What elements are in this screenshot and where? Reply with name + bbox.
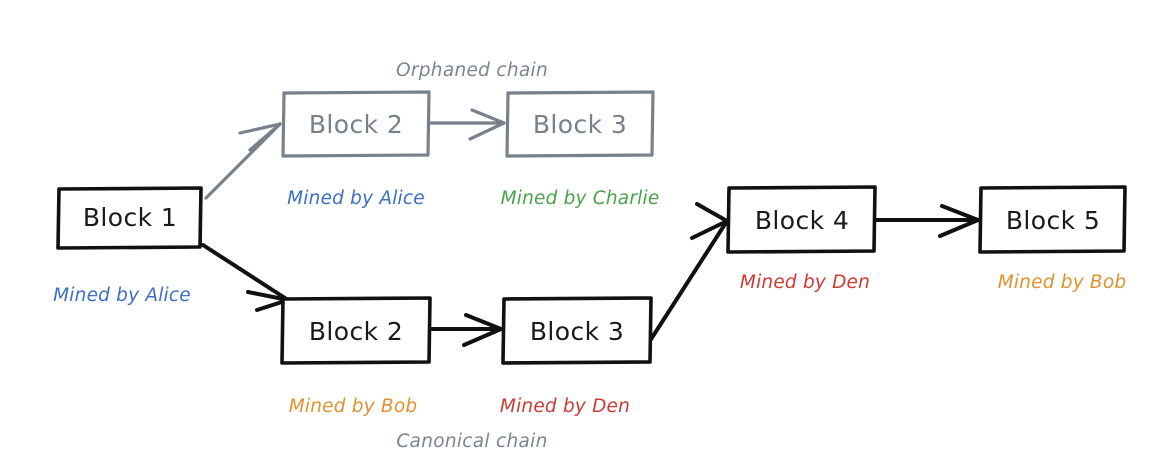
block-node-canonical-block-2[interactable]: Block 2 [280,296,432,365]
block-5-miner-label: Mined by Bob [998,272,1127,293]
block-4-miner-label: Mined by Den [740,272,870,293]
block-node-block-5[interactable]: Block 5 [978,185,1127,254]
block-1-label: Block 1 [83,203,177,232]
orphan-block-3-miner-label: Mined by Charlie [501,188,660,209]
arrow-canonical2-to-canonical3 [430,313,503,347]
canonical-block-3-miner-label: Mined by Den [500,396,630,417]
block-4-label: Block 4 [755,206,849,235]
block-node-canonical-block-3[interactable]: Block 3 [501,296,653,365]
block-5-label: Block 5 [1006,206,1100,235]
arrow-orphan2-to-orphan3 [429,108,506,141]
block-node-orphan-block-2[interactable]: Block 2 [281,90,431,158]
arrow-canonical3-to-block4 [644,202,729,349]
arrow-block1-to-orphan2 [204,122,282,200]
block-1-miner-label: Mined by Alice [53,285,191,306]
block-node-block-1[interactable]: Block 1 [56,186,203,250]
orphan-block-3-label: Block 3 [533,110,627,139]
orphan-block-2-miner-label: Mined by Alice [287,188,425,209]
arrow-block4-to-block5 [875,204,980,238]
canonical-block-2-label: Block 2 [309,317,403,346]
arrow-block1-to-canonical2 [201,243,290,312]
orphan-block-2-label: Block 2 [309,110,403,139]
block-node-block-4[interactable]: Block 4 [726,185,877,254]
orphaned-chain-label: Orphaned chain [396,60,548,81]
canonical-chain-label: Canonical chain [396,431,547,452]
canonical-block-2-miner-label: Mined by Bob [289,396,418,417]
block-node-orphan-block-3[interactable]: Block 3 [505,90,655,158]
canonical-block-3-label: Block 3 [530,317,624,346]
